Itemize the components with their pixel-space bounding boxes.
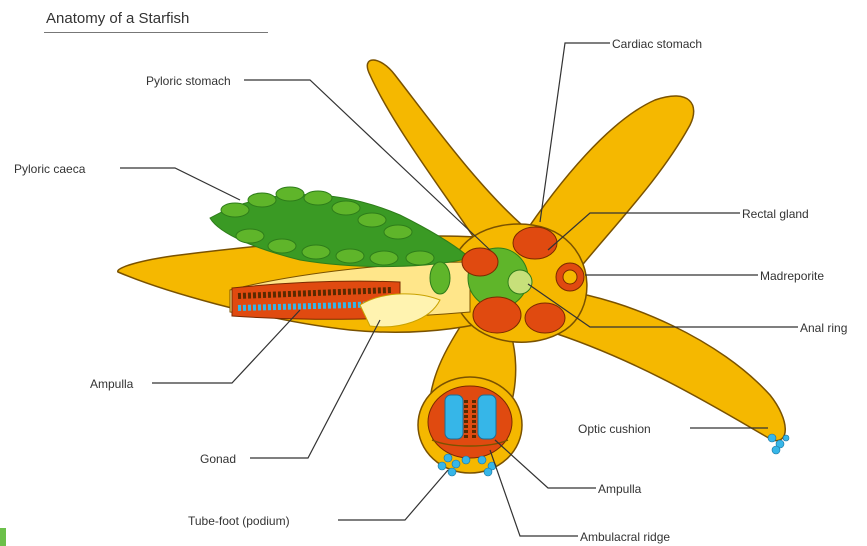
label-rectal-gland: Rectal gland <box>742 207 809 221</box>
leader-ampulla-arm <box>152 310 300 383</box>
leader-tube-foot <box>338 470 448 520</box>
label-ambulacral-ridge: Ambulacral ridge <box>580 530 670 544</box>
label-optic-cushion: Optic cushion <box>578 422 651 436</box>
label-pyloric-stomach: Pyloric stomach <box>146 74 231 88</box>
label-cardiac-stomach: Cardiac stomach <box>612 37 702 51</box>
label-ampulla-arm: Ampulla <box>90 377 133 391</box>
label-gonad: Gonad <box>200 452 236 466</box>
label-madreporite: Madreporite <box>760 269 824 283</box>
leader-pyloric-caeca <box>120 168 240 200</box>
madreporite-shape <box>556 263 584 291</box>
label-tube-foot: Tube-foot (podium) <box>188 514 290 528</box>
label-anal-ring: Anal ring <box>800 321 847 335</box>
label-pyloric-caeca: Pyloric caeca <box>14 162 85 176</box>
label-ampulla-section: Ampulla <box>598 482 641 496</box>
corner-marker <box>0 528 6 546</box>
leader-gonad <box>250 320 380 458</box>
